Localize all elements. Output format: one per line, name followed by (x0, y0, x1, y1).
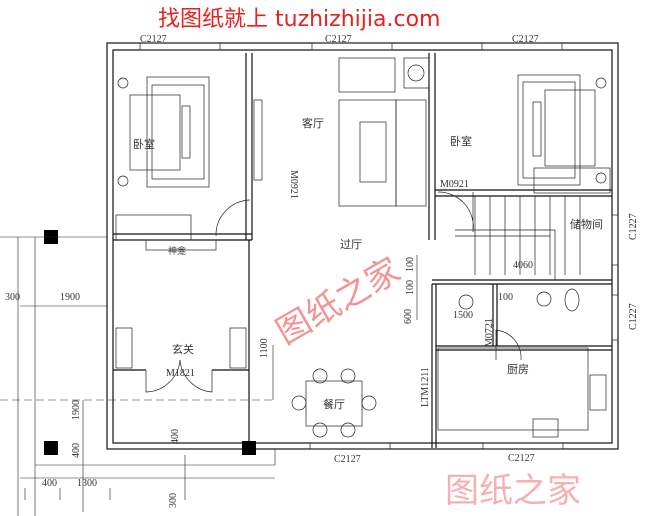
room-hall: 过厅 (340, 238, 362, 251)
dim-label: 300 (168, 493, 179, 508)
dim-label: 1500 (453, 310, 473, 321)
porch (0, 230, 276, 516)
label-door: M0921 (440, 179, 469, 190)
dim-label: 100 (405, 280, 416, 295)
label-door: M0721 (484, 318, 495, 347)
dim-label: 1300 (77, 478, 97, 489)
label-door: M0921 (288, 170, 299, 199)
dim-label: 1100 (259, 338, 270, 358)
dim-label: 100 (405, 257, 416, 272)
label-window: C1227 (628, 303, 639, 330)
doors (145, 191, 522, 393)
room-bedroom-left: 卧室 (133, 137, 155, 151)
dim-label: 400 (42, 478, 57, 489)
dim-label: 400 (71, 443, 82, 458)
label-window: C2127 (508, 453, 535, 464)
room-dining: 餐厅 (323, 397, 345, 411)
label-door: LTM1211 (420, 367, 431, 407)
furniture (115, 57, 611, 438)
dim-label: 600 (403, 309, 414, 324)
label-window: C1227 (628, 213, 639, 240)
room-kitchen: 厨房 (507, 363, 529, 376)
dim-label: 300 (5, 292, 20, 303)
label-door: M1821 (166, 368, 195, 379)
interior-walls (113, 53, 612, 448)
dim-label: 400 (170, 429, 181, 444)
dim-label: 4060 (513, 260, 533, 271)
windows (139, 42, 619, 450)
watermark-bottom: 图纸之家 (445, 471, 581, 511)
label-window: C2127 (334, 454, 361, 465)
column (44, 441, 58, 455)
dim-label: 100 (498, 292, 513, 303)
label-window: C2127 (512, 34, 539, 45)
dim-label: 1900 (71, 400, 82, 420)
dimension-lines (20, 255, 418, 512)
label-window: C2127 (325, 34, 352, 45)
room-shrine: 神龛 (168, 245, 186, 257)
room-bedroom-right: 卧室 (450, 134, 472, 148)
dim-label: 1900 (60, 292, 80, 303)
room-foyer: 玄关 (172, 342, 194, 356)
column (242, 441, 256, 455)
room-living: 客厅 (302, 116, 324, 130)
label-window: C2127 (140, 34, 167, 45)
room-storage: 储物间 (570, 217, 603, 231)
watermark-top: 找图纸就上 tuzhizhijia.com (158, 7, 440, 32)
watermark-middle: 图纸之家 (270, 250, 408, 353)
